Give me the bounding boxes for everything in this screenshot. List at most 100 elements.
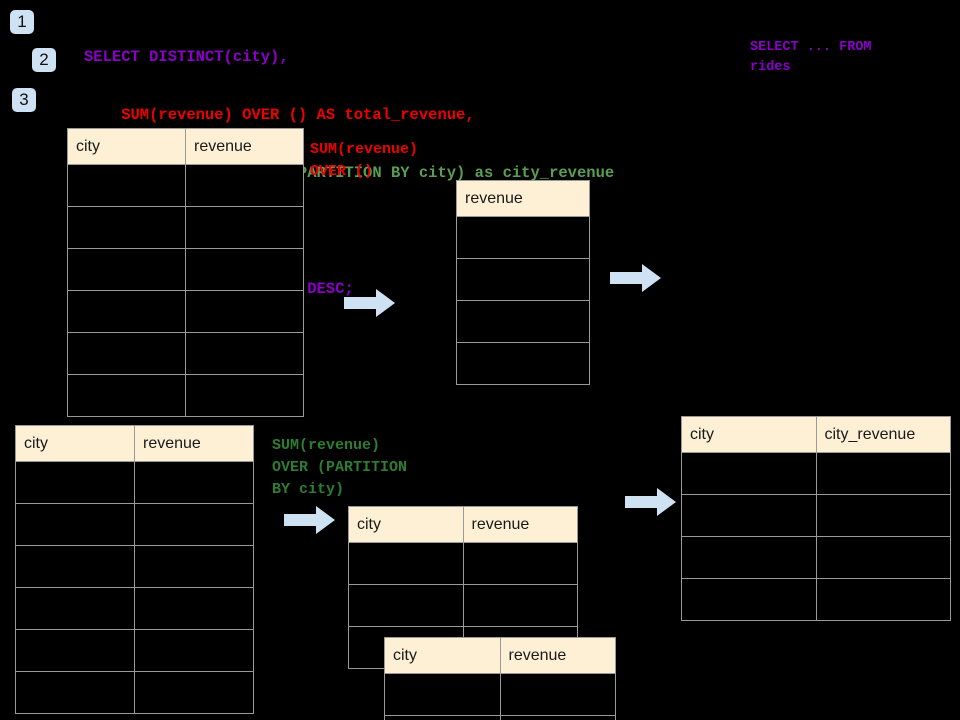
city-revenue-annotation: SUM(revenue) OVER (PARTITION BY city) [272,437,408,498]
cell-revenue [134,587,254,630]
cell-revenue [134,545,254,588]
cell-city [384,715,501,720]
table-header-row: city revenue [67,128,304,165]
table-rides-source-top: city revenue [67,128,304,417]
cell-revenue [185,332,304,375]
column-header-revenue: revenue [499,637,616,674]
table-final-result: city city_revenue [681,416,951,621]
cell-revenue [185,248,304,291]
cell-revenue [456,216,590,259]
cell-city [348,542,464,585]
cell-city [15,545,135,588]
cell-revenue [462,584,578,627]
cell-revenue [185,164,304,207]
cell-city-revenue [815,536,951,579]
table-header-row: city city_revenue [681,416,951,453]
cell-city [348,584,464,627]
source-query-annotation: SELECT ... FROM rides [750,40,872,75]
table-row [15,545,254,588]
column-header-city: city [67,128,186,165]
column-header-city: city [348,506,464,543]
table-partition-group-back: city revenue [348,506,578,669]
column-header-revenue: revenue [185,128,304,165]
cell-revenue [185,374,304,417]
cell-city [15,587,135,630]
cell-revenue [185,290,304,333]
table-row [456,342,590,385]
sql-line-1: SELECT DISTINCT(city), [84,48,289,66]
arrow-rides-to-partition-icon [284,505,336,535]
cell-city [681,494,817,537]
table-header-row: city revenue [384,637,616,674]
table-header-row: revenue [456,180,590,217]
table-row [67,332,304,375]
table-row [15,587,254,630]
sql-line-2: SUM(revenue) OVER () AS total_revenue, [84,106,475,124]
table-total-revenue: revenue [456,180,590,385]
table-row [348,584,578,627]
cell-revenue [185,206,304,249]
cell-city [67,374,186,417]
step-badge-2: 2 [32,48,56,72]
table-row [681,494,951,537]
column-header-city-revenue: city_revenue [815,416,951,453]
table-row [15,629,254,672]
table-row [67,374,304,417]
table-rides-source-bottom: city revenue [15,425,254,714]
cell-revenue [456,300,590,343]
cell-city [67,164,186,207]
table-row [456,300,590,343]
cell-revenue [134,671,254,714]
step-badge-1: 1 [10,10,34,34]
table-row [456,258,590,301]
table-row [384,673,616,716]
cell-city [15,461,135,504]
column-header-city: city [15,425,135,462]
table-row [67,206,304,249]
cell-city [67,248,186,291]
arrow-total-to-final-icon [610,263,662,293]
cell-revenue [134,503,254,546]
cell-city [15,503,135,546]
cell-city-revenue [815,578,951,621]
table-row [681,452,951,495]
table-row [681,536,951,579]
cell-city [15,629,135,672]
cell-city-revenue [815,452,951,495]
cell-city [681,452,817,495]
cell-city [15,671,135,714]
cell-city [681,578,817,621]
column-header-revenue: revenue [456,180,590,217]
table-header-row: city revenue [348,506,578,543]
table-row [67,290,304,333]
table-header-row: city revenue [15,425,254,462]
table-row [67,164,304,207]
cell-revenue [499,715,616,720]
table-row [348,542,578,585]
cell-city [67,206,186,249]
table-row [681,578,951,621]
column-header-revenue: revenue [462,506,578,543]
table-row [15,503,254,546]
table-row [384,715,616,720]
cell-city [681,536,817,579]
cell-revenue [134,461,254,504]
cell-revenue [134,629,254,672]
table-partition-group-front: city revenue [384,637,616,720]
table-row [15,671,254,714]
cell-revenue [456,258,590,301]
cell-city [384,673,501,716]
cell-city-revenue [815,494,951,537]
arrow-rides-to-total-icon [344,288,396,318]
column-header-city: city [384,637,501,674]
cell-revenue [499,673,616,716]
arrow-partition-to-final-icon [625,487,677,517]
table-row [15,461,254,504]
table-row [456,216,590,259]
cell-revenue [462,542,578,585]
cell-city [67,332,186,375]
column-header-revenue: revenue [134,425,254,462]
column-header-city: city [681,416,817,453]
table-row [67,248,304,291]
